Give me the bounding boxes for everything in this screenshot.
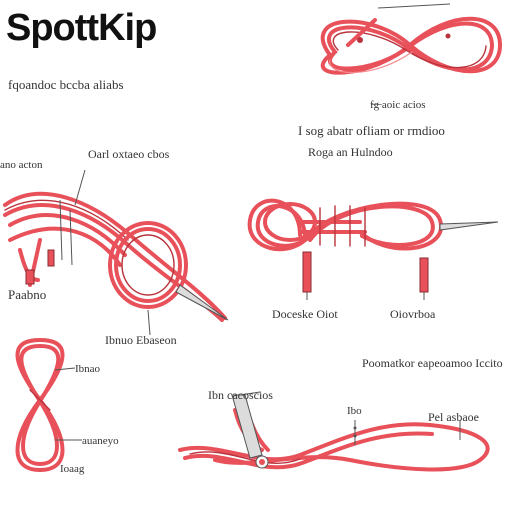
bottom-center-top-label: Ibn cacoscios — [208, 388, 273, 402]
top-right-label-line1: I sog abatr ofliam or rmdioo — [298, 123, 445, 138]
mid-left-top-label: ano acton — [0, 159, 43, 171]
bottom-figure-eight — [15, 337, 82, 473]
bottom-right-mid-label: Pel asbaoe — [428, 410, 479, 424]
bottom-left-label-a: Ibnao — [75, 363, 101, 375]
left-bundle-knot — [3, 169, 229, 336]
top-right-small-label: f̶g̶ aoic acios — [370, 99, 426, 111]
center-e-knot — [247, 198, 499, 300]
mid-right-label-b: Oiovrboa — [390, 307, 436, 321]
mid-left-bottom-label: Paabno — [8, 287, 47, 302]
bottom-twisted-rope — [178, 391, 490, 472]
page-title: SpottKip — [6, 7, 157, 49]
mid-right-label-a: Doceske Oiot — [272, 307, 338, 321]
bottom-right-top-label: Poomatkor eapeoamoo Iccito — [362, 356, 503, 370]
bottom-left-label-b: auaneyo — [82, 435, 119, 447]
bottom-mid-label: Ibo — [347, 405, 362, 417]
top-infinity-knot — [320, 3, 503, 75]
bottom-left-label-c: Ioaag — [60, 463, 85, 475]
top-right-label-line2: Roga an Hulndoo — [308, 145, 393, 159]
top-caption-label: fqoandoc bccba aliabs — [8, 77, 124, 92]
mid-center-top-label: Oarl oxtaeo cbos — [88, 147, 170, 161]
mid-center-bottom-label: Ibnuo Ebaseon — [105, 333, 177, 347]
